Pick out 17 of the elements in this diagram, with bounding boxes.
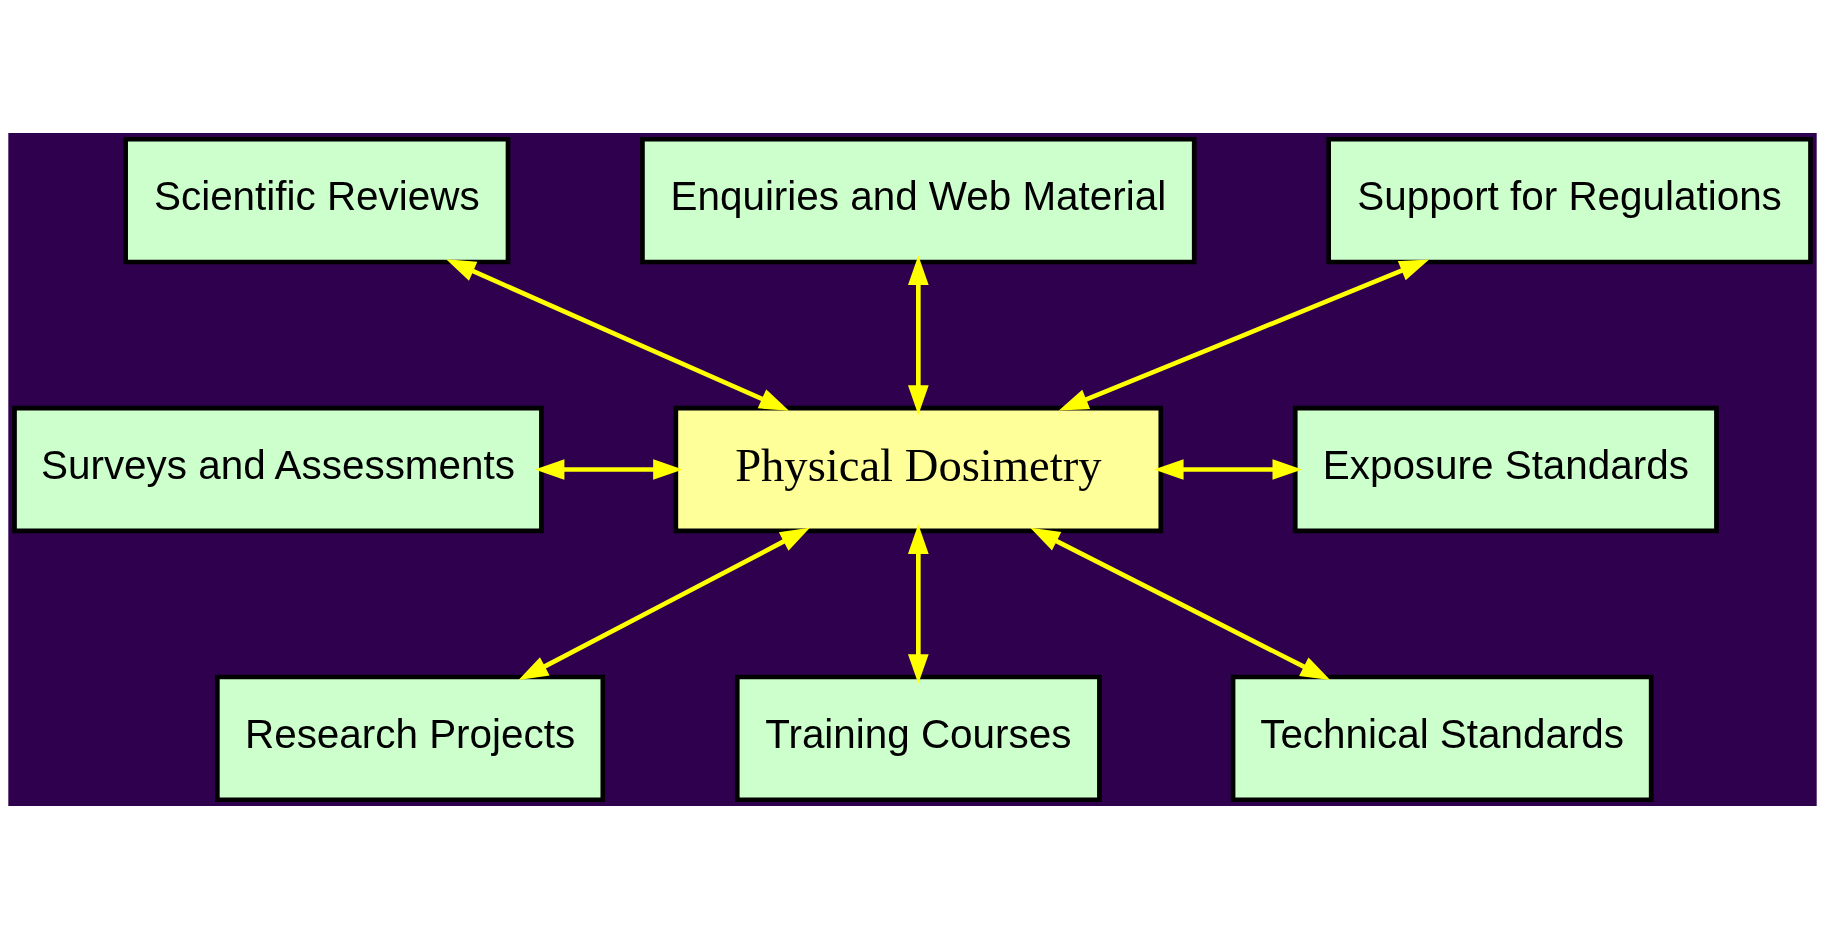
node-box: Support for Regulations	[1326, 136, 1813, 264]
arrow	[1030, 527, 1331, 680]
node-box: Scientific Reviews	[123, 136, 511, 264]
node-box: Technical Standards	[1230, 674, 1654, 802]
arrow	[446, 258, 789, 411]
node-box: Physical Dosimetry	[673, 405, 1164, 533]
arrow	[534, 458, 683, 480]
node-box: Enquiries and Web Material	[640, 136, 1197, 264]
arrow	[907, 523, 929, 684]
arrow	[1153, 458, 1303, 480]
node-box: Training Courses	[734, 674, 1102, 802]
node-box: Exposure Standards	[1292, 405, 1719, 533]
arrow	[907, 254, 929, 415]
arrow	[518, 527, 810, 680]
node-box: Research Projects	[215, 674, 606, 802]
node-box: Surveys and Assessments	[12, 405, 544, 533]
arrow	[1058, 258, 1430, 411]
